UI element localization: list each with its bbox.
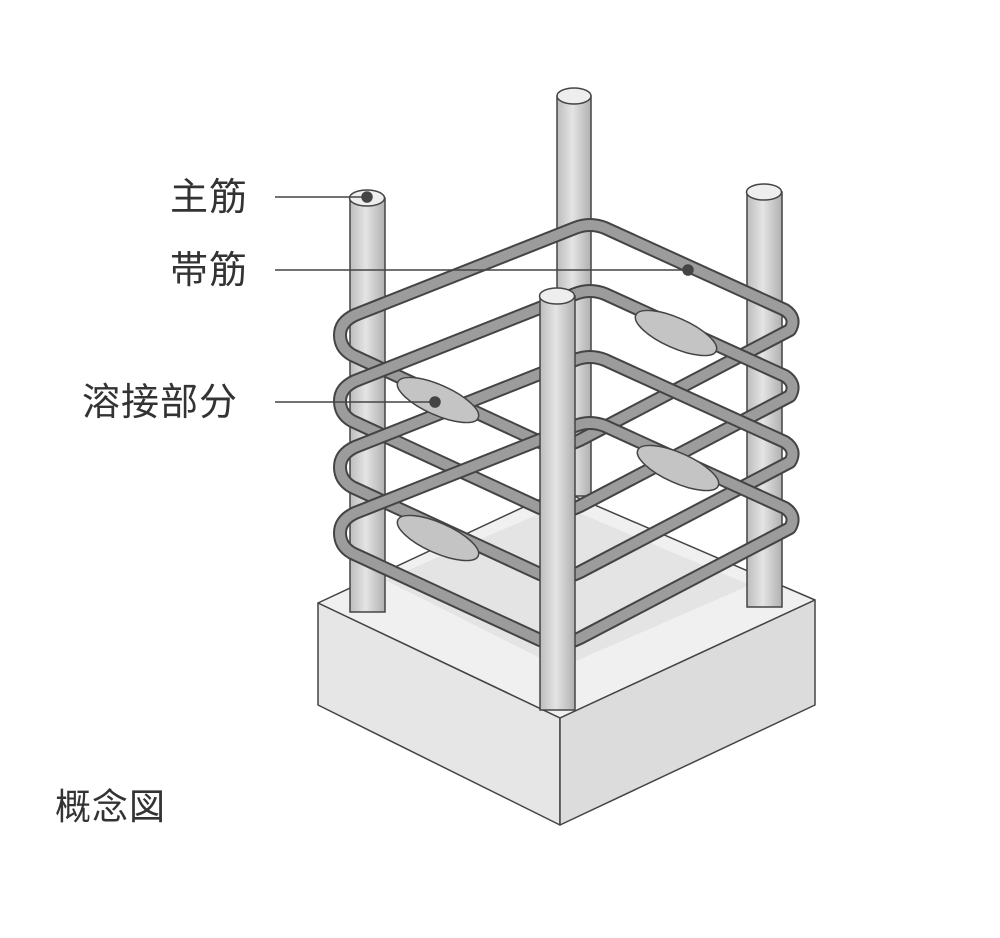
- leader-lines: [275, 191, 694, 408]
- front-rebar: [538, 287, 576, 711]
- hoop-ring-1: [335, 220, 798, 451]
- hoop-ring-4: [335, 418, 798, 649]
- label-hoop: 帯筋: [170, 248, 249, 292]
- hoop-rings: [333, 218, 800, 651]
- hoop-ring-3: [335, 352, 798, 583]
- hoop-ring-2: [335, 286, 798, 517]
- caption: 概念図: [55, 787, 167, 828]
- label-weld: 溶接部分: [82, 380, 239, 424]
- label-main-rebar: 主筋: [170, 175, 249, 219]
